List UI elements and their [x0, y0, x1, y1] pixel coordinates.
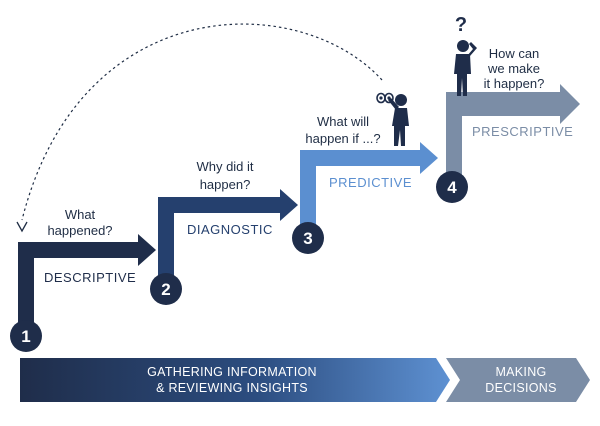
step-4-question: How can we make it happen? [484, 46, 545, 91]
question-mark-icon: ? [455, 14, 467, 36]
step-2-question: Why did it happen? [196, 159, 253, 192]
step-2-badge: 2 [150, 273, 182, 305]
step-2-arrow [158, 189, 298, 278]
step-3-number: 3 [303, 229, 312, 248]
gathering-information-bar: GATHERING INFORMATION & REVIEWING INSIGH… [20, 358, 450, 402]
step-4-question-line-3: it happen? [484, 76, 545, 91]
making-decisions-line-2: DECISIONS [485, 381, 556, 395]
step-1-arrow [18, 234, 156, 330]
step-1-badge: 1 [10, 320, 42, 352]
step-3-badge: 3 [292, 222, 324, 254]
making-decisions-line-1: MAKING [495, 365, 546, 379]
dotted-arrow-head-icon [16, 221, 28, 233]
step-1-question-line-2: happened? [47, 223, 112, 238]
step-1-name: DESCRIPTIVE [44, 270, 136, 285]
step-4-number: 4 [447, 178, 457, 197]
step-3-arrow [300, 142, 438, 232]
gathering-line-2: & REVIEWING INSIGHTS [156, 381, 308, 395]
step-1-question: What happened? [47, 207, 112, 238]
step-4-badge: 4 [436, 171, 468, 203]
gathering-line-1: GATHERING INFORMATION [147, 365, 317, 379]
step-2-question-line-1: Why did it [196, 159, 253, 174]
step-4-question-line-1: How can [489, 46, 540, 61]
person-with-binoculars-icon [376, 92, 409, 146]
making-decisions-bar: MAKING DECISIONS [446, 358, 590, 402]
step-4-arrow [446, 84, 580, 180]
step-1-question-line-1: What [65, 207, 96, 222]
step-3-question: What will happen if ...? [305, 114, 380, 146]
step-2-name: DIAGNOSTIC [187, 222, 273, 237]
person-with-question-mark-icon: ? [454, 14, 477, 96]
dotted-return-arrow [21, 23, 383, 221]
step-3-question-line-2: happen if ...? [305, 131, 380, 146]
step-3-name: PREDICTIVE [329, 175, 412, 190]
step-3-question-line-1: What will [317, 114, 369, 129]
step-1-number: 1 [21, 327, 30, 346]
step-4-name: PRESCRIPTIVE [472, 124, 573, 139]
step-4-question-line-2: we make [487, 61, 540, 76]
step-2-question-line-2: happen? [200, 177, 251, 192]
step-2-number: 2 [161, 280, 170, 299]
